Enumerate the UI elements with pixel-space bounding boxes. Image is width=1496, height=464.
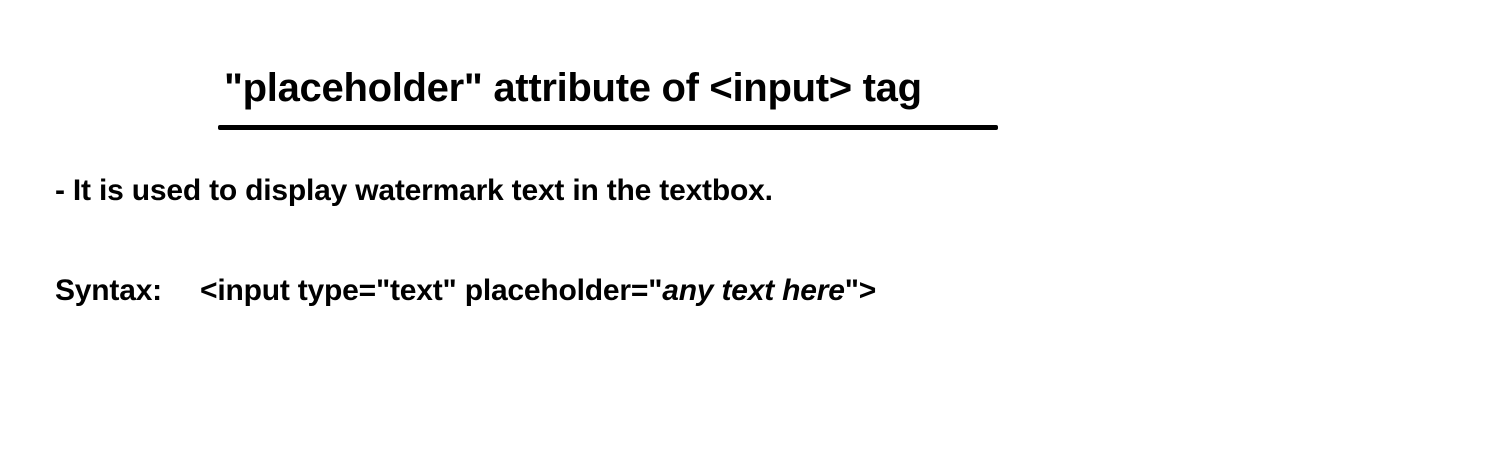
description-text: - It is used to display watermark text i… xyxy=(55,174,773,207)
syntax-label: Syntax: xyxy=(55,274,162,307)
syntax-code-placeholder-value: any text here xyxy=(662,274,845,307)
page-title: "placeholder" attribute of <input> tag xyxy=(224,66,922,110)
title-underline xyxy=(218,125,998,130)
syntax-line: Syntax: <input type="text" placeholder="a… xyxy=(55,272,876,310)
syntax-code-end: "> xyxy=(844,274,877,307)
syntax-code: <input type="text" placeholder="any text… xyxy=(200,274,876,307)
syntax-code-start: <input type="text" placeholder=" xyxy=(200,274,663,307)
